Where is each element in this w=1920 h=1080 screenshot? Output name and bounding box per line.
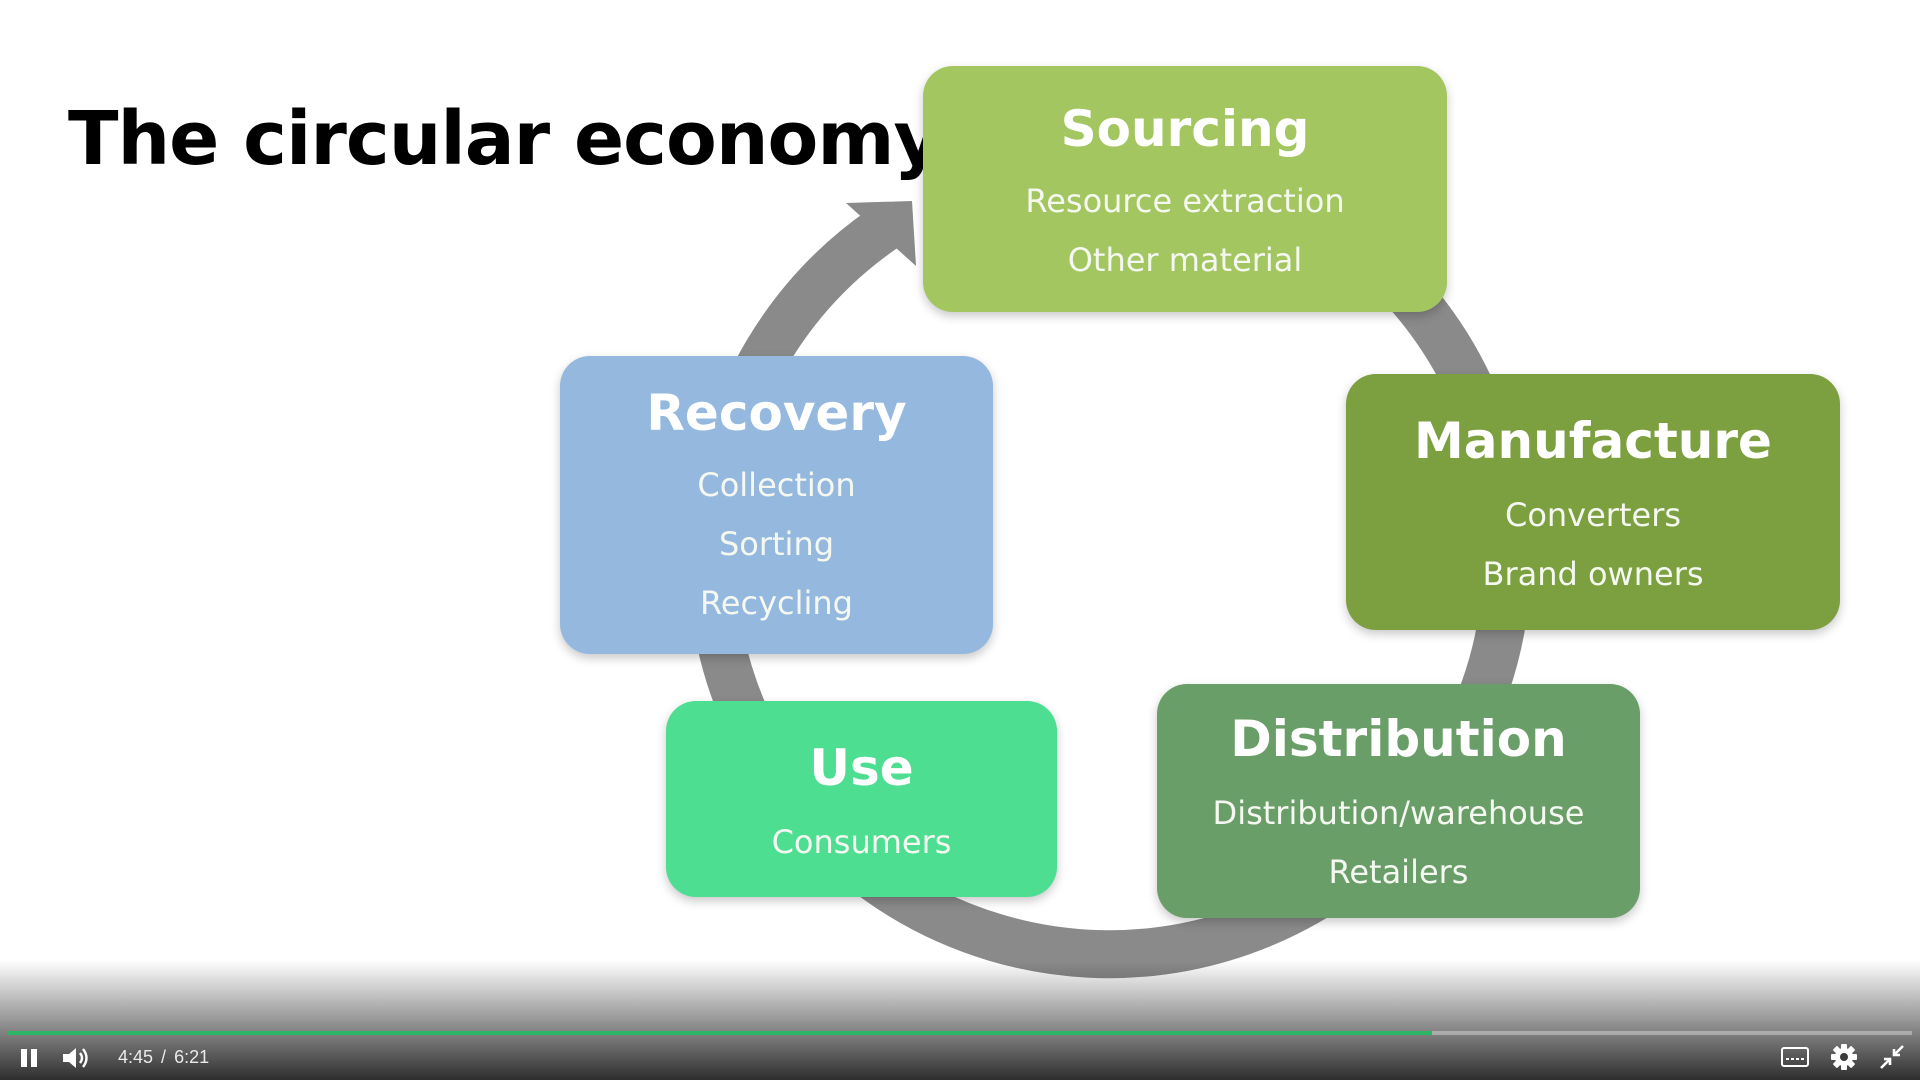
volume-icon: [63, 1048, 88, 1068]
settings-button[interactable]: [1830, 1043, 1858, 1071]
stage-sourcing: Sourcing Resource extraction Other mater…: [923, 66, 1447, 312]
stage-item: Converters: [1504, 496, 1682, 534]
exit-fullscreen-icon: [1880, 1045, 1904, 1069]
controls-overlay: [0, 960, 1920, 1080]
stage-item: Collection: [697, 466, 856, 504]
slide-title: The circular economy: [68, 96, 942, 182]
time-display: 4:45 / 6:21: [118, 1047, 209, 1068]
stage-recovery: Recovery Collection Sorting Recycling: [560, 356, 993, 654]
stage-item: Distribution/warehouse: [1212, 794, 1585, 832]
exit-fullscreen-button[interactable]: [1879, 1044, 1905, 1070]
stage-title: Use: [809, 739, 914, 797]
progress-bar[interactable]: [8, 1031, 1912, 1035]
stage-use: Use Consumers: [666, 701, 1057, 897]
captions-icon: [1781, 1047, 1809, 1067]
stage-item: Recycling: [700, 584, 853, 622]
duration: 6:21: [174, 1047, 210, 1067]
stage-item: Resource extraction: [1025, 182, 1345, 220]
stage-item: Brand owners: [1482, 555, 1704, 593]
stage-distribution: Distribution Distribution/warehouse Reta…: [1157, 684, 1640, 918]
stage-title: Distribution: [1230, 710, 1567, 768]
pause-icon: [21, 1049, 37, 1067]
arrowhead-icon: [846, 201, 916, 266]
stage-title: Sourcing: [1060, 100, 1310, 158]
stage-manufacture: Manufacture Converters Brand owners: [1346, 374, 1840, 630]
stage-title: Manufacture: [1414, 412, 1772, 470]
current-time: 4:45: [118, 1047, 154, 1067]
time-separator: /: [161, 1047, 167, 1067]
stage-item: Sorting: [718, 525, 835, 563]
pause-button[interactable]: [18, 1046, 42, 1070]
captions-button[interactable]: [1780, 1045, 1810, 1069]
stage-item: Other material: [1067, 241, 1303, 279]
stage-item: Consumers: [771, 823, 952, 861]
gear-icon: [1831, 1044, 1857, 1070]
progress-fill: [8, 1031, 1433, 1035]
stage-title: Recovery: [646, 384, 907, 442]
stage-item: Retailers: [1328, 853, 1469, 891]
volume-button[interactable]: [60, 1044, 92, 1072]
